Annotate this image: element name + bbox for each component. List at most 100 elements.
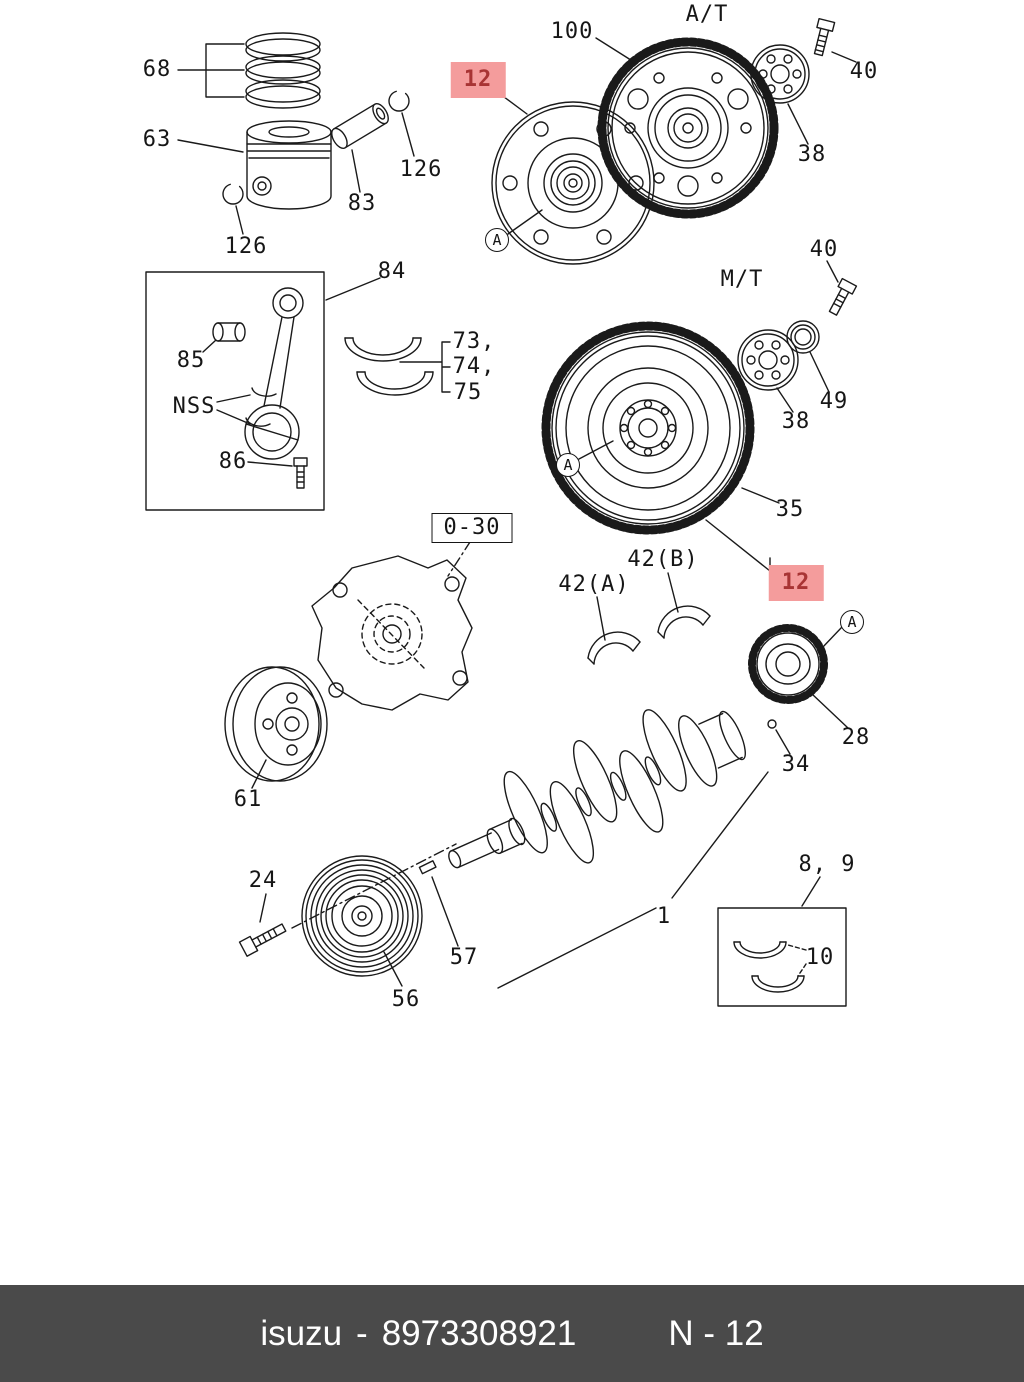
- leader-42b: [667, 572, 679, 613]
- callout-75[interactable]: 75: [453, 380, 483, 405]
- leader-030: [447, 541, 471, 577]
- brand-name: isuzu: [260, 1313, 343, 1353]
- flywheel-at-drawing: [597, 37, 779, 219]
- callout-126-b[interactable]: 126: [224, 234, 268, 259]
- callout-61[interactable]: 61: [233, 787, 263, 812]
- callout-40-b[interactable]: 40: [809, 237, 839, 262]
- parts-diagram: [145, 17, 858, 1007]
- footer-bar: isuzu - 8973308921 N - 12: [0, 1285, 1024, 1382]
- callout-84[interactable]: 84: [377, 259, 407, 284]
- connecting-rod-drawing: [244, 287, 304, 460]
- leader-100: [595, 37, 635, 63]
- callout-35[interactable]: 35: [775, 497, 805, 522]
- callout-56[interactable]: 56: [391, 987, 421, 1012]
- crank-pulley-drawing: [301, 855, 423, 977]
- callout-40-a[interactable]: 40: [849, 59, 879, 84]
- callout-42a[interactable]: 42(A): [558, 572, 630, 597]
- callout-85[interactable]: 85: [176, 348, 206, 373]
- key-57-drawing: [418, 860, 437, 875]
- leader-view-a3: [821, 626, 843, 649]
- thrust-washer-42a-drawing: [587, 631, 641, 665]
- page-reference: N - 12: [668, 1313, 764, 1353]
- leader-73-75: [399, 341, 451, 393]
- label-at: A/T: [685, 2, 729, 27]
- leader-83: [351, 149, 361, 193]
- centerline: [291, 843, 457, 929]
- main-bearings-drawing: [733, 941, 805, 993]
- callout-49[interactable]: 49: [819, 389, 849, 414]
- leader-view-a2: [578, 440, 614, 460]
- rod-bearings-drawing: [344, 337, 434, 396]
- callout-86[interactable]: 86: [218, 449, 248, 474]
- nss-shells: [245, 387, 277, 427]
- leader-126b: [235, 205, 244, 235]
- view-marker-a-1: A: [485, 228, 509, 252]
- callout-24[interactable]: 24: [248, 868, 278, 893]
- rod-bolt-drawing: [293, 457, 308, 489]
- crank-gear-drawing: [748, 624, 828, 704]
- main-bearing-box: [717, 907, 847, 1007]
- leader-40a: [831, 51, 857, 63]
- callout-12-highlight-b[interactable]: 12: [768, 565, 824, 601]
- section-ref-0-30[interactable]: 0-30: [431, 513, 513, 543]
- callout-74[interactable]: 74,: [452, 354, 496, 379]
- leader-57: [431, 876, 459, 947]
- callout-34[interactable]: 34: [781, 752, 811, 777]
- leader-89: [801, 876, 821, 907]
- leader-35: [741, 487, 780, 504]
- part-number: 8973308921: [381, 1313, 577, 1353]
- callout-63[interactable]: 63: [142, 127, 172, 152]
- leader-10: [787, 944, 807, 977]
- callout-38-b[interactable]: 38: [781, 409, 811, 434]
- callout-28[interactable]: 28: [841, 725, 871, 750]
- view-marker-a-2: A: [556, 453, 580, 477]
- callout-57[interactable]: 57: [449, 945, 479, 970]
- nss-arrows: [216, 394, 251, 425]
- rod-bushing-drawing: [212, 322, 246, 342]
- footer-dash: -: [356, 1313, 368, 1353]
- callout-42b[interactable]: 42(B): [627, 547, 699, 572]
- thrust-washer-42b-drawing: [657, 605, 711, 639]
- callout-8-9[interactable]: 8, 9: [798, 852, 856, 877]
- leader-42a: [596, 596, 606, 641]
- leader-38b: [776, 387, 794, 413]
- callout-38-a[interactable]: 38: [797, 142, 827, 167]
- leader-12b: [705, 519, 771, 572]
- circlip-drawing: [388, 90, 410, 112]
- pulley-61-drawing: [224, 666, 328, 782]
- leader-24: [259, 893, 267, 923]
- plate-38-at-drawing: [750, 44, 810, 104]
- callout-nss: NSS: [172, 394, 216, 419]
- piston-pin-drawing: [331, 103, 389, 149]
- callout-1[interactable]: 1: [656, 904, 672, 929]
- callout-12-highlight-a[interactable]: 12: [450, 62, 506, 98]
- callout-73[interactable]: 73,: [452, 329, 496, 354]
- leader-28: [811, 693, 849, 729]
- bolt-drawing-at: [813, 17, 836, 57]
- piston-drawing: [246, 120, 332, 210]
- label-mt: M/T: [720, 267, 764, 292]
- crankshaft-drawing: [448, 709, 746, 869]
- leader-68: [177, 43, 245, 98]
- bolt-24-drawing: [238, 923, 287, 957]
- leader-63: [177, 139, 244, 153]
- flywheel-mt-drawing: [541, 321, 755, 535]
- leader-61: [251, 759, 267, 789]
- leader-86: [247, 461, 293, 467]
- circlip-drawing-2: [222, 183, 244, 205]
- leader-49: [809, 351, 830, 393]
- piston-rings-drawing: [245, 32, 321, 109]
- callout-126-a[interactable]: 126: [399, 157, 443, 182]
- leader-view-a1: [507, 209, 543, 235]
- callout-10[interactable]: 10: [805, 945, 835, 970]
- leader-1: [497, 771, 769, 989]
- callout-100[interactable]: 100: [550, 19, 594, 44]
- view-marker-a-3: A: [840, 610, 864, 634]
- water-pump-drawing: [311, 555, 473, 711]
- callout-68[interactable]: 68: [142, 57, 172, 82]
- pin-34-drawing: [767, 719, 777, 729]
- leader-126a: [401, 112, 415, 157]
- callout-83[interactable]: 83: [347, 191, 377, 216]
- leader-40b: [826, 260, 839, 283]
